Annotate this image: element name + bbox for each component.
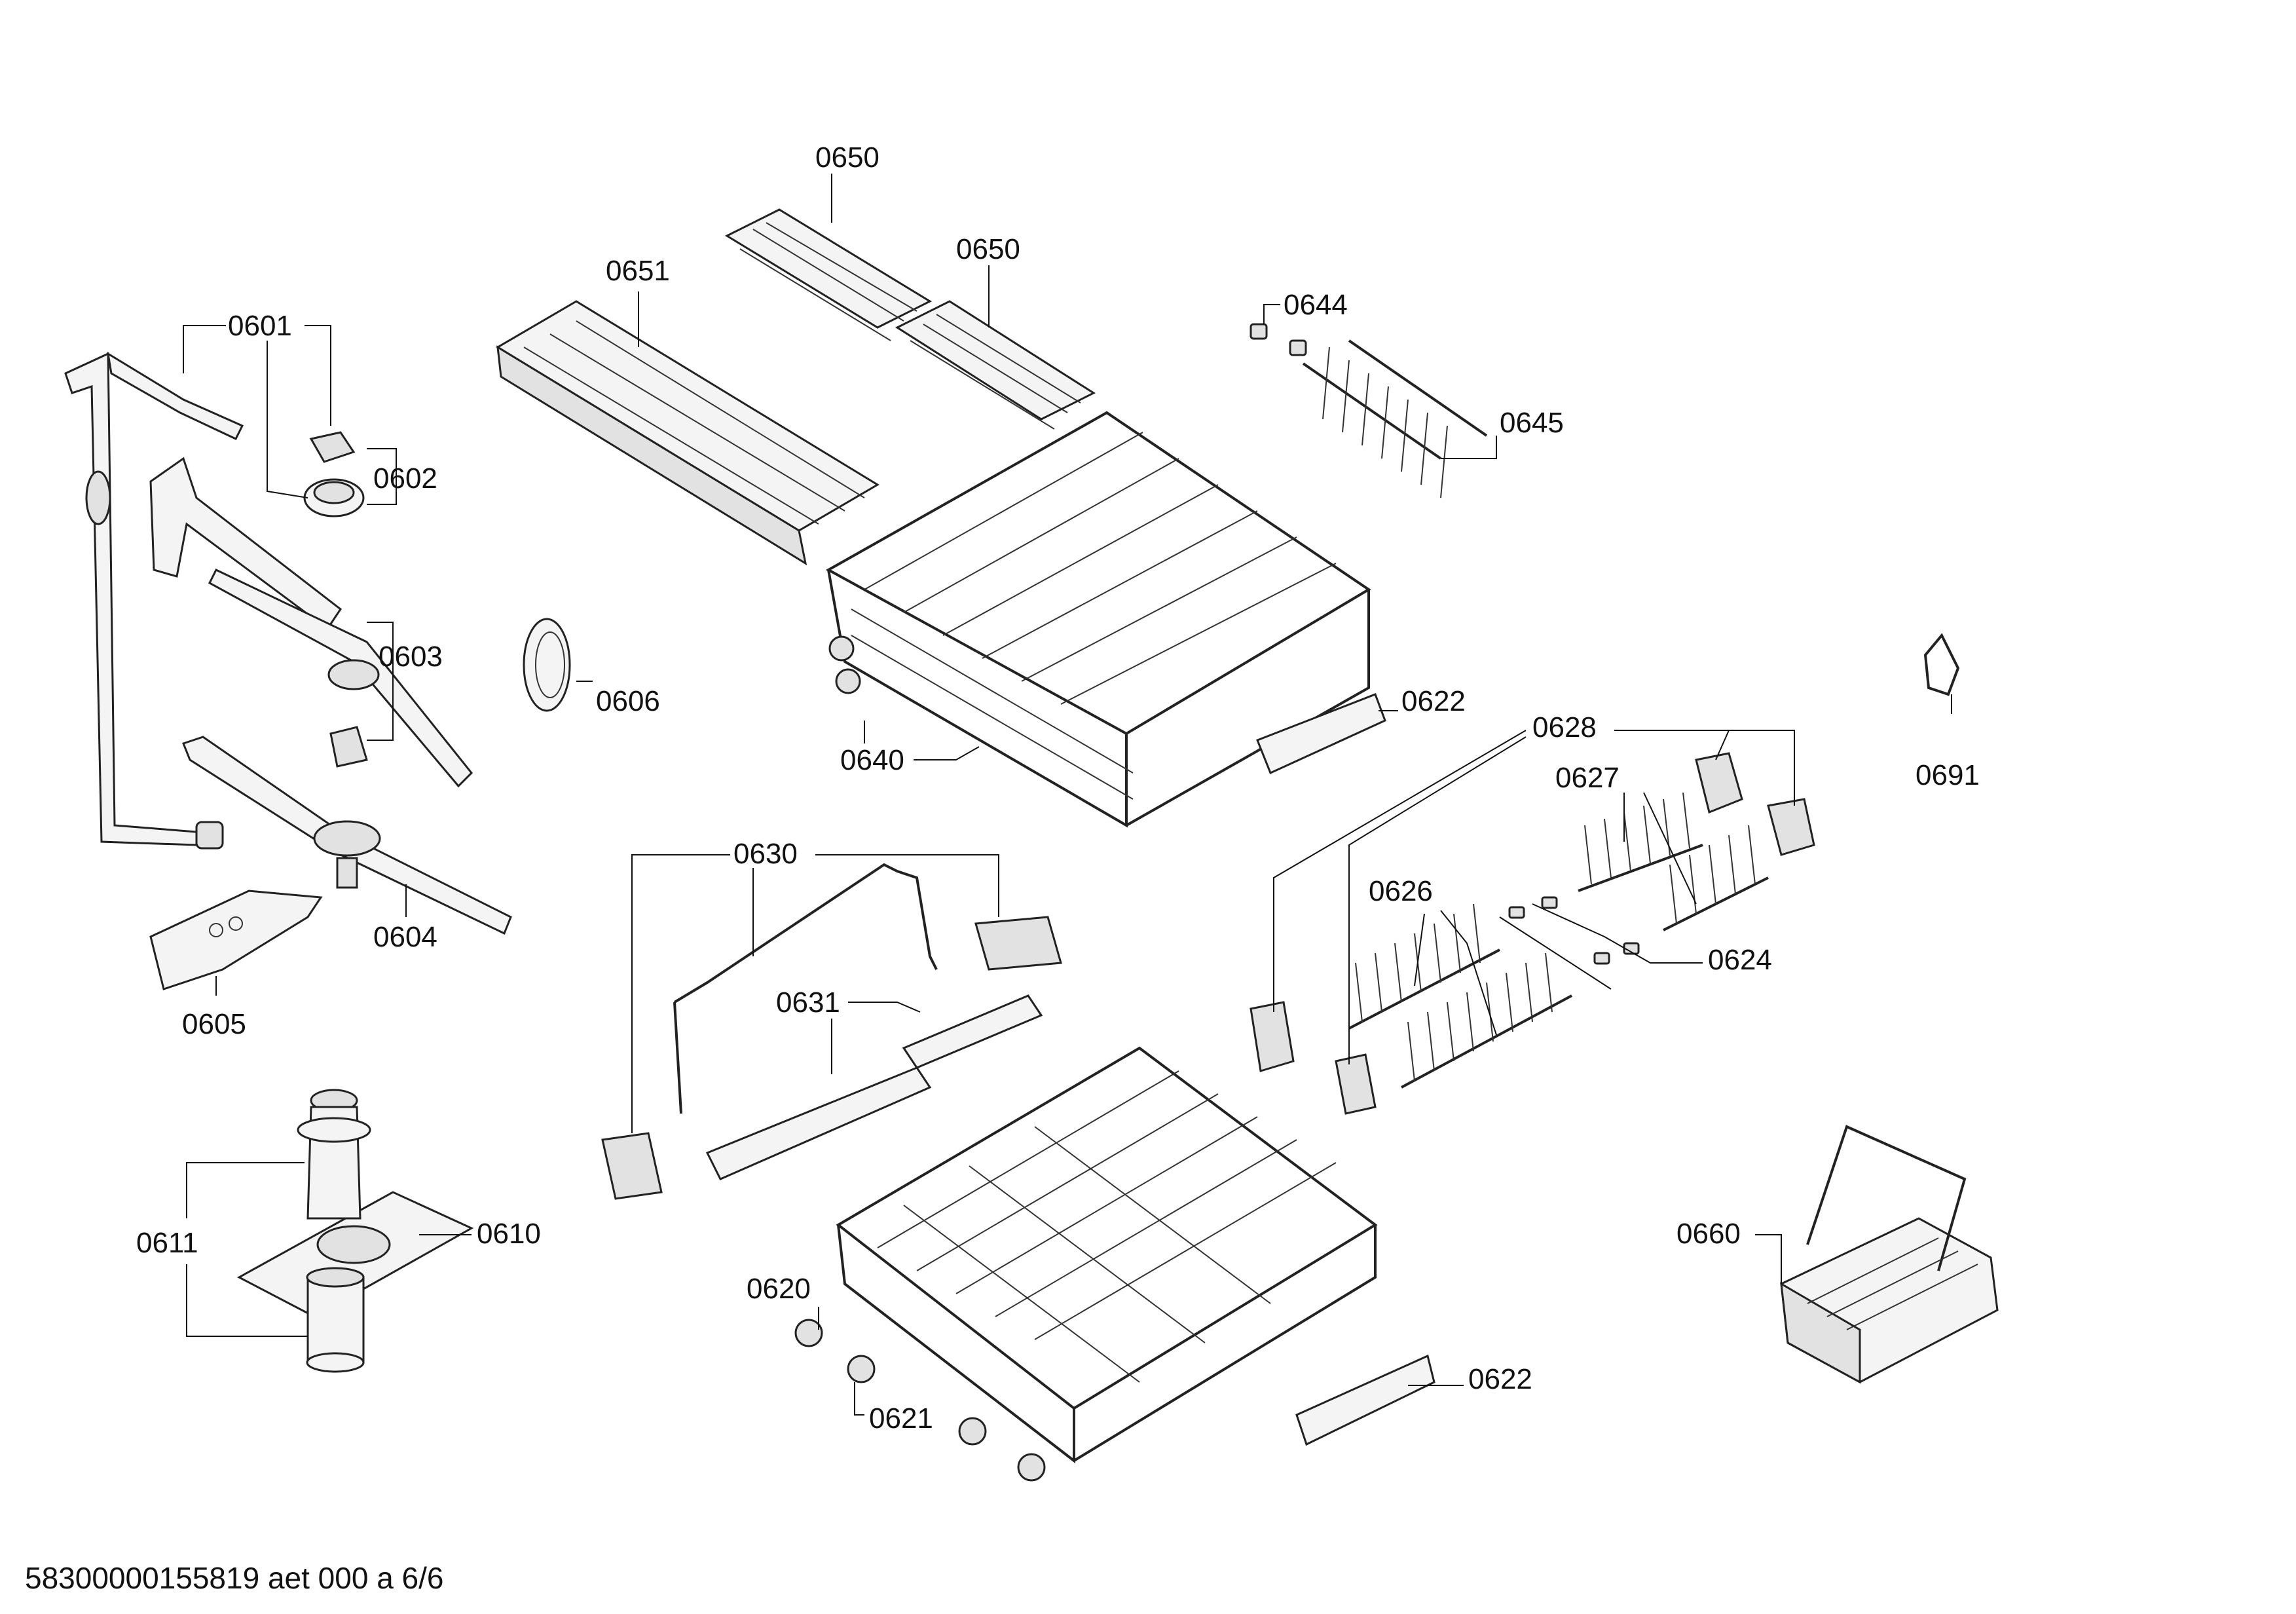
label-0610: 0610 bbox=[477, 1218, 541, 1250]
label-0660: 0660 bbox=[1676, 1218, 1741, 1250]
part-spray-hub bbox=[303, 431, 365, 517]
part-upper-spray-arm bbox=[149, 457, 473, 788]
label-0622-upper: 0622 bbox=[1401, 685, 1466, 717]
label-0604: 0604 bbox=[373, 921, 437, 953]
label-0650-second: 0650 bbox=[956, 233, 1020, 265]
part-filter-plate bbox=[149, 890, 323, 990]
label-0626: 0626 bbox=[1369, 875, 1433, 907]
part-supply-pipe bbox=[64, 352, 244, 850]
part-round-sieve bbox=[523, 618, 571, 712]
label-0621: 0621 bbox=[869, 1402, 933, 1435]
part-upper-basket bbox=[825, 411, 1371, 828]
part-lower-basket bbox=[836, 1046, 1378, 1464]
part-tine-rack bbox=[1302, 339, 1488, 498]
label-0628: 0628 bbox=[1532, 711, 1597, 743]
part-cutlery-tray bbox=[496, 300, 880, 566]
part-tine-rows-0626 bbox=[1348, 903, 1572, 1089]
label-0624: 0624 bbox=[1708, 944, 1772, 976]
part-fine-filter bbox=[236, 1191, 474, 1318]
label-0627: 0627 bbox=[1555, 762, 1620, 794]
leader-lines bbox=[183, 174, 1952, 1416]
part-filter-cylinder bbox=[297, 1089, 371, 1373]
label-0602: 0602 bbox=[373, 462, 437, 495]
part-basket-handle-lower bbox=[1295, 1354, 1435, 1446]
label-0620: 0620 bbox=[747, 1273, 811, 1305]
document-footer-code: 58300000155819 aet 000 a 6/6 bbox=[25, 1561, 444, 1595]
label-0630: 0630 bbox=[733, 838, 798, 870]
label-0691: 0691 bbox=[1916, 759, 1980, 791]
part-tray-insert-a bbox=[724, 208, 933, 341]
label-0631: 0631 bbox=[776, 986, 840, 1019]
part-wire-rail-0630 bbox=[601, 863, 1062, 1200]
part-tray-insert-b bbox=[895, 300, 1096, 430]
label-0601: 0601 bbox=[228, 310, 292, 342]
label-0611: 0611 bbox=[136, 1227, 198, 1259]
label-0640: 0640 bbox=[840, 744, 904, 776]
part-clips bbox=[1250, 323, 1307, 356]
part-lower-spray-arm bbox=[182, 736, 512, 935]
label-0603: 0603 bbox=[379, 641, 443, 673]
label-0606: 0606 bbox=[596, 685, 660, 717]
label-0605: 0605 bbox=[182, 1008, 246, 1040]
part-tine-inserts-0631 bbox=[705, 994, 1043, 1180]
label-0644: 0644 bbox=[1284, 289, 1348, 321]
label-0651: 0651 bbox=[606, 255, 670, 287]
label-0622-lower: 0622 bbox=[1468, 1363, 1532, 1395]
part-small-parts-0624 bbox=[1508, 896, 1640, 965]
part-basket-wheels bbox=[794, 1319, 1046, 1482]
part-basket-handle-upper bbox=[1256, 693, 1386, 775]
part-tine-rows-0627 bbox=[1578, 792, 1769, 931]
part-clip-0691 bbox=[1923, 633, 1960, 696]
label-0650-top: 0650 bbox=[815, 141, 880, 174]
label-0645: 0645 bbox=[1500, 407, 1564, 439]
part-cutlery-basket bbox=[1780, 1125, 1999, 1384]
part-brackets-0628 bbox=[1250, 752, 1815, 1115]
